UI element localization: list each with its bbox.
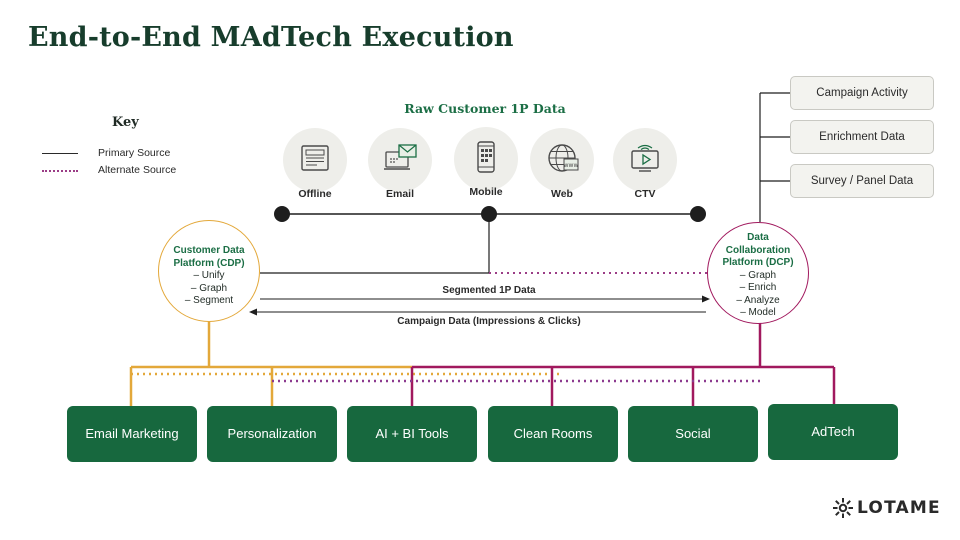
bus-node-right [690, 206, 706, 222]
dcp-item: – Enrich [739, 282, 777, 293]
key-alternate-label: Alternate Source [98, 164, 177, 176]
globe-icon: www [548, 144, 579, 172]
dcp-item: – Model [740, 307, 776, 318]
dcp-title-line2: Collaboration [725, 244, 791, 256]
source-offline-label: Offline [298, 188, 332, 200]
dcp-title-line3: Platform (DCP) [722, 257, 794, 268]
source-email-label: Email [385, 188, 414, 200]
dcp-circle: Data Collaboration Platform (DCP) – Grap… [707, 222, 809, 324]
cdp-item: – Graph [190, 282, 228, 294]
source-ctv [613, 128, 677, 192]
lotame-logo: LOTAME [832, 497, 941, 519]
output-email-marketing: Email Marketing [67, 406, 197, 462]
source-ctv-label: CTV [634, 188, 656, 200]
raw-data-title: Raw Customer 1P Data [404, 101, 566, 116]
svg-text:www: www [564, 162, 579, 169]
output-social: Social [628, 406, 758, 462]
email-laptop-icon [384, 144, 417, 170]
campaign-data-label: Campaign Data (Impressions & Clicks) [397, 316, 581, 327]
tv-play-icon [631, 144, 659, 172]
input-campaign-activity: Campaign Activity [790, 76, 934, 110]
key-alternate-line [42, 170, 78, 172]
cdp-circle: Customer Data Platform (CDP) – Unify – G… [158, 220, 260, 322]
source-offline [283, 128, 347, 192]
dcp-item: – Graph [739, 269, 777, 281]
cdp-title-line1: Customer Data [173, 245, 245, 256]
output-personalization: Personalization [207, 406, 337, 462]
segmented-data-label: Segmented 1P Data [442, 285, 536, 296]
bus-node-left [274, 206, 290, 222]
cdp-item: – Segment [184, 295, 234, 306]
brand-wordmark: LOTAME [857, 498, 941, 518]
mobile-phone-icon [477, 141, 495, 173]
lotame-mark-icon [833, 498, 853, 518]
source-mobile [454, 127, 518, 191]
bus-node-center [481, 206, 497, 222]
output-ai-bi-tools: AI + BI Tools [347, 406, 477, 462]
input-enrichment-data: Enrichment Data [790, 120, 934, 154]
source-email [368, 128, 432, 192]
input-survey-panel-data: Survey / Panel Data [790, 164, 934, 198]
output-clean-rooms: Clean Rooms [488, 406, 618, 462]
output-adtech: AdTech [768, 404, 898, 460]
source-mobile-label: Mobile [469, 186, 503, 198]
key-primary-line [42, 153, 78, 154]
key-primary-label: Primary Source [98, 147, 171, 159]
source-web: www [530, 128, 594, 192]
document-icon [301, 145, 329, 171]
key-title: Key [112, 115, 139, 130]
dcp-item: – Analyze [736, 294, 780, 306]
page-title: End-to-End MAdTech Execution [28, 22, 514, 53]
dcp-title-line1: Data [747, 232, 769, 243]
cdp-item: – Unify [193, 270, 225, 281]
cdp-title-line2: Platform (CDP) [173, 257, 245, 269]
source-web-label: Web [551, 188, 573, 200]
